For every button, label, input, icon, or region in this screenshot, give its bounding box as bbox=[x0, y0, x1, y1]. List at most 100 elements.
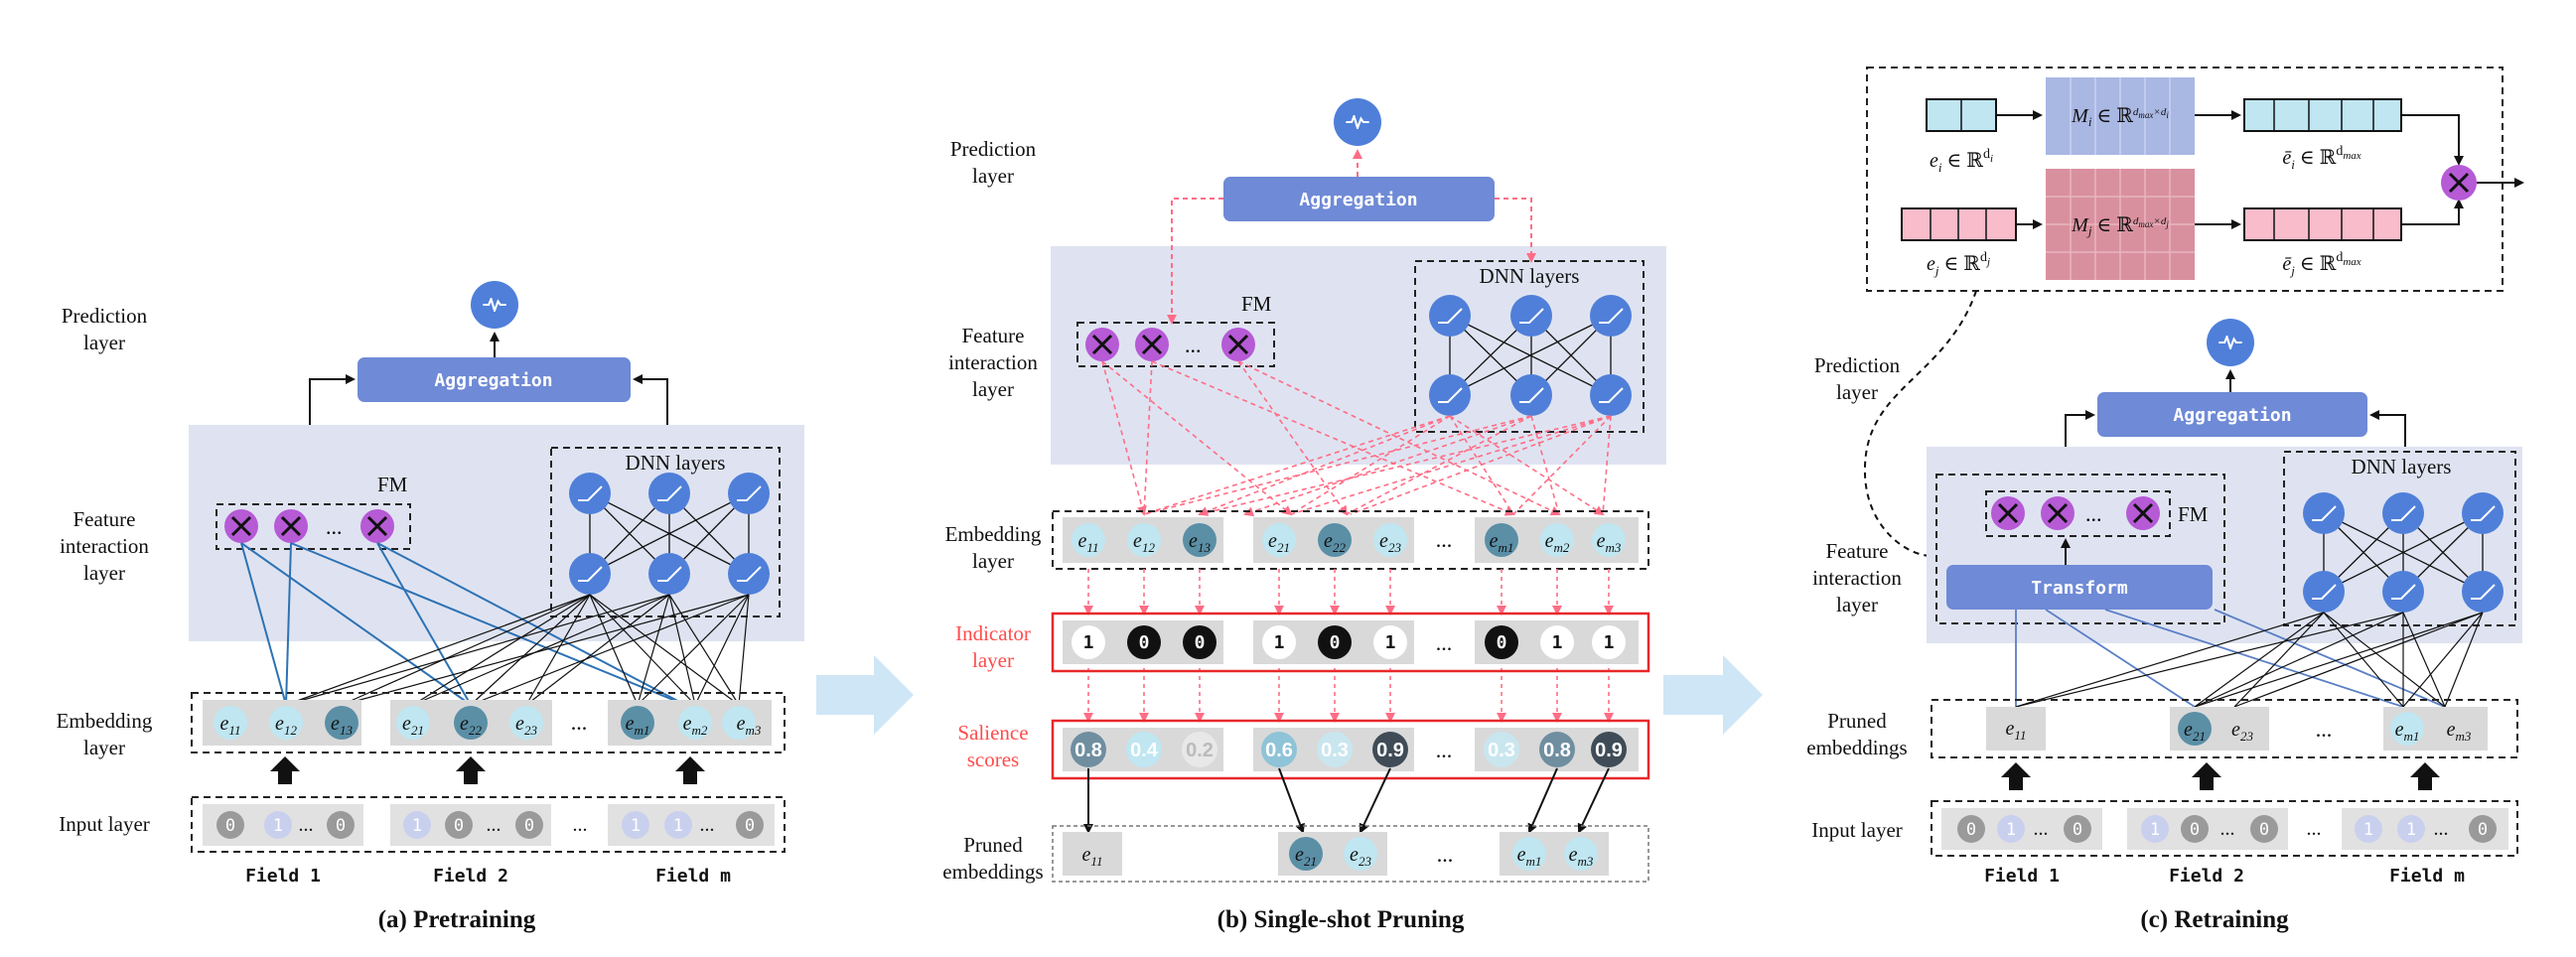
panel-arrow-1 bbox=[816, 655, 914, 735]
fm-box bbox=[215, 503, 411, 550]
embeddings-a: e11 e12 e13 e21 e22 e23 ... em1 em2 em3 bbox=[214, 706, 762, 740]
svg-text:0.3: 0.3 bbox=[1488, 740, 1515, 761]
svg-text:...: ... bbox=[2220, 818, 2235, 840]
svg-text:1: 1 bbox=[1552, 632, 1563, 653]
input-bits-a: 0 1 ... 0 1 0 ... 0 ... 1 1 ... 0 bbox=[216, 811, 764, 839]
fm-nodes-c: ... bbox=[1991, 496, 2160, 530]
pruned-box-b bbox=[1052, 825, 1649, 883]
fm-label-b: FM bbox=[1241, 292, 1272, 316]
fm-label: FM bbox=[377, 473, 408, 496]
field-m-label: Field m bbox=[655, 866, 731, 887]
svg-text:0: 0 bbox=[2259, 820, 2269, 840]
aggregation-label-c: Aggregation bbox=[2173, 405, 2291, 426]
svg-text:...: ... bbox=[2034, 818, 2049, 840]
svg-text:e13: e13 bbox=[1189, 530, 1211, 555]
svg-text:ej ∈ ℝdj: ej ∈ ℝdj bbox=[1927, 250, 1990, 278]
dnn-box-b bbox=[1414, 260, 1645, 433]
pruned-box-c bbox=[1931, 699, 2518, 758]
input-layer-box bbox=[191, 796, 786, 853]
inset-ei: ei ∈ ℝdi Mi ∈ ℝdmax×di ēi ∈ ℝdmax bbox=[1926, 77, 2402, 175]
red-agg-arrows bbox=[1167, 198, 1536, 325]
input-arrows-c bbox=[2001, 762, 2440, 790]
indicator-layer-box bbox=[1051, 612, 1650, 673]
caption-b: (b) Single-shot Pruning bbox=[1217, 906, 1465, 933]
svg-text:0: 0 bbox=[1966, 820, 1976, 840]
svg-text:1: 1 bbox=[2150, 820, 2160, 840]
svg-text:0: 0 bbox=[1330, 632, 1341, 653]
label-input-layer: Input layer bbox=[59, 812, 150, 836]
pruned-embeddings-c: e11 e21 e23 ... em1 em3 bbox=[2006, 712, 2472, 746]
aggregation-box-b bbox=[1223, 177, 1495, 221]
embeddings-b: e11 e12 e13 e21 e22 e23 ... em1 em2 em3 bbox=[1072, 523, 1626, 557]
svg-text:...: ... bbox=[2316, 717, 2333, 742]
svg-text:...: ... bbox=[326, 514, 343, 539]
prediction-node-b bbox=[1334, 98, 1381, 146]
svg-text:...: ... bbox=[2434, 818, 2449, 840]
svg-text:1: 1 bbox=[412, 816, 422, 836]
input-arrows bbox=[270, 756, 705, 784]
svg-text:...: ... bbox=[571, 710, 588, 735]
svg-text:0.2: 0.2 bbox=[1186, 740, 1214, 761]
svg-text:0: 0 bbox=[745, 816, 755, 836]
svg-text:0: 0 bbox=[336, 816, 346, 836]
caption-a: (a) Pretraining bbox=[378, 906, 536, 933]
aggregation-box-c bbox=[2097, 392, 2367, 437]
svg-text:0: 0 bbox=[2073, 820, 2082, 840]
svg-text:0: 0 bbox=[2190, 820, 2200, 840]
transform-box bbox=[1946, 565, 2213, 610]
svg-text:1: 1 bbox=[1385, 632, 1396, 653]
field-m-label-c: Field m bbox=[2389, 866, 2465, 887]
embedding-box-b bbox=[1052, 510, 1649, 570]
input-bits-c: 0 1 ... 0 1 0 ... 0 ... 1 1 ... 0 bbox=[1957, 815, 2497, 843]
field-1-label: Field 1 bbox=[245, 866, 321, 887]
pruned-arrows-b bbox=[1083, 767, 1610, 834]
svg-text:ēi ∈ ℝdmax: ēi ∈ ℝdmax bbox=[2282, 144, 2361, 172]
dnn-input-connections bbox=[285, 594, 750, 706]
svg-text:e11: e11 bbox=[2006, 718, 2027, 743]
field-2-label-c: Field 2 bbox=[2169, 866, 2244, 887]
svg-text:0: 0 bbox=[524, 816, 534, 836]
svg-text:0: 0 bbox=[1497, 632, 1507, 653]
dnn-label: DNN layers bbox=[626, 451, 726, 475]
svg-text:ēj ∈ ℝdmax: ēj ∈ ℝdmax bbox=[2282, 250, 2361, 278]
svg-text:1: 1 bbox=[2406, 820, 2416, 840]
svg-text:...: ... bbox=[573, 814, 588, 836]
aggregation-box bbox=[358, 357, 631, 402]
svg-text:0.8: 0.8 bbox=[1543, 740, 1571, 761]
svg-text:1: 1 bbox=[1083, 632, 1094, 653]
svg-text:...: ... bbox=[487, 814, 501, 836]
svg-text:0.3: 0.3 bbox=[1321, 740, 1349, 761]
fm-label-c: FM bbox=[2178, 502, 2209, 526]
field-1-label-c: Field 1 bbox=[1984, 866, 2060, 887]
caption-c: (c) Retraining bbox=[2140, 906, 2289, 933]
svg-text:0: 0 bbox=[454, 816, 464, 836]
svg-text:1: 1 bbox=[2363, 820, 2373, 840]
svg-text:0: 0 bbox=[2478, 820, 2488, 840]
inset-link-curve bbox=[1863, 290, 1977, 557]
input-box-c bbox=[1931, 800, 2518, 857]
dnn-input-connections-c bbox=[2015, 612, 2484, 708]
red-interaction-lines bbox=[1101, 360, 1612, 517]
svg-text:0.4: 0.4 bbox=[1130, 740, 1159, 761]
svg-text:...: ... bbox=[1436, 527, 1453, 552]
aggregation-label-b: Aggregation bbox=[1299, 190, 1417, 210]
dnn-nodes-b bbox=[1429, 295, 1632, 416]
svg-text:0.8: 0.8 bbox=[1074, 740, 1102, 761]
pruned-embeddings-b: e11 e21 e23 ... em1 em3 bbox=[1082, 837, 1598, 871]
fm-nodes-b: ... bbox=[1085, 328, 1255, 361]
prediction-node-c bbox=[2207, 319, 2254, 366]
indicator-values: 1 0 0 1 0 1 ... 0 1 1 bbox=[1072, 625, 1626, 659]
fm-nodes: ... bbox=[224, 509, 394, 543]
svg-text:1: 1 bbox=[2006, 820, 2016, 840]
svg-text:...: ... bbox=[1437, 842, 1454, 867]
svg-text:0.9: 0.9 bbox=[1376, 740, 1404, 761]
transform-label: Transform bbox=[2031, 578, 2128, 599]
